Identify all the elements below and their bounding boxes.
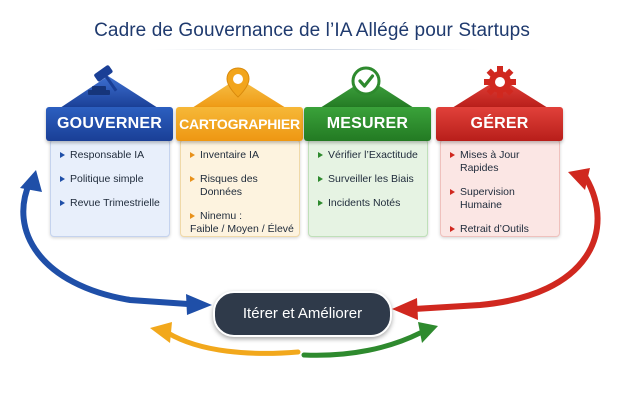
- arrowhead-red-top: [568, 168, 590, 190]
- card-cartographier: Inventaire IA Risques des Données Ninemu…: [180, 139, 300, 237]
- loop-arrow-blue: [20, 179, 191, 307]
- card-item-line: Ninemu :: [200, 210, 243, 222]
- card-item: Responsable IA: [60, 149, 169, 162]
- header-gerer: GÉRER: [436, 107, 563, 141]
- card-item-line: Faible / Moyen / Élevé: [190, 223, 294, 235]
- header-gouverner: GOUVERNER: [46, 107, 173, 141]
- arrowhead-orange: [150, 322, 172, 343]
- arrowhead-red-left: [392, 298, 418, 320]
- arrowhead-blue-right: [186, 294, 212, 315]
- loop-arrow-red: [411, 175, 601, 312]
- iterate-improve-pill: Itérer et Améliorer: [213, 291, 392, 337]
- card-item: Retrait d’Outils: [450, 223, 559, 236]
- title-divider: [150, 49, 480, 50]
- arc-arrow-orange: [165, 330, 301, 356]
- map-pin-icon: [226, 67, 250, 98]
- card-item: Mises à Jour Rapides: [450, 149, 559, 175]
- card-item: Politique simple: [60, 173, 169, 186]
- card-item: Ninemu : Faible / Moyen / Élevé: [190, 210, 299, 236]
- card-mesurer: Vérifier l’Exactitude Surveiller les Bia…: [308, 139, 428, 237]
- header-mesurer: MESURER: [304, 107, 431, 141]
- check-badge-icon: [351, 66, 381, 96]
- gavel-icon: [88, 65, 118, 95]
- page-title: Cadre de Gouvernance de l’IA Allégé pour…: [94, 20, 530, 41]
- card-item: Vérifier l’Exactitude: [318, 149, 427, 162]
- card-item: Revue Trimestrielle: [60, 197, 169, 210]
- card-item: Risques des Données: [190, 173, 299, 199]
- gear-icon: [484, 66, 516, 98]
- header-cartographier: CARTOGRAPHIER: [176, 107, 303, 141]
- arrowhead-green: [418, 322, 438, 343]
- arc-arrow-green: [301, 330, 423, 358]
- card-gouverner: Responsable IA Politique simple Revue Tr…: [50, 139, 170, 237]
- card-item: Incidents Notés: [318, 197, 427, 210]
- card-gerer: Mises à Jour Rapides Supervision Humaine…: [440, 139, 560, 237]
- card-item: Inventaire IA: [190, 149, 299, 162]
- arrowhead-blue-top: [20, 170, 42, 192]
- card-item: Supervision Humaine: [450, 186, 559, 212]
- card-item: Surveiller les Biais: [318, 173, 427, 186]
